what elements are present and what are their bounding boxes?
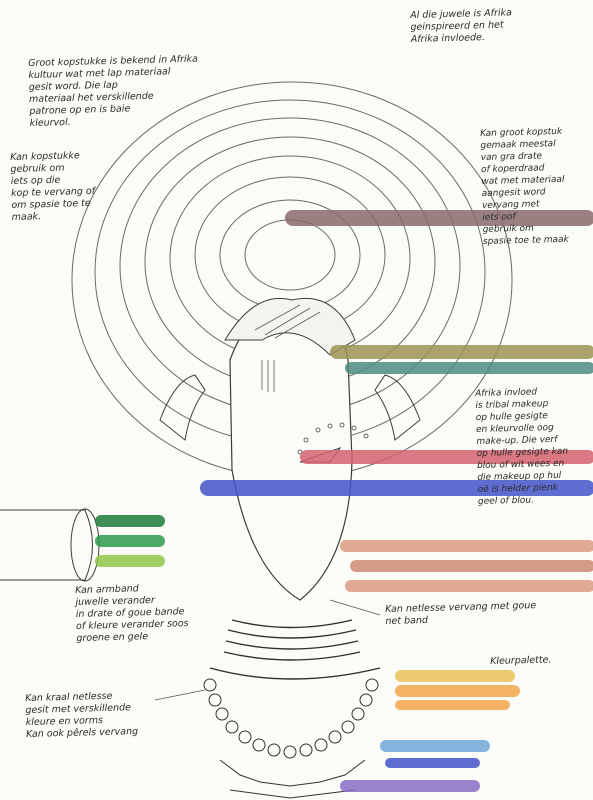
peach-swatch-1 (340, 540, 593, 552)
left-hand (160, 375, 205, 440)
note-africa-jewelry: Al die juwele is Afrika geinspireerd en … (410, 7, 513, 46)
peach-swatch-3 (345, 580, 593, 592)
note-headpiece-fabric: Groot kopstukke is bekend in Afrika kult… (28, 54, 200, 130)
green-light-swatch (95, 555, 165, 567)
green-dark-swatch (95, 515, 165, 527)
olive-swatch (330, 345, 593, 359)
light-blue-swatch (380, 740, 490, 752)
palette-label: Kleurpalette. (490, 654, 552, 668)
green-mid-swatch (95, 535, 165, 547)
orange-swatch-2 (395, 700, 510, 710)
note-bracelet: Kan armband juwelle verander in drate of… (75, 582, 189, 645)
right-hand (375, 375, 420, 440)
note-beaded-necklace: Kan kraal netlesse gesit met verskillend… (25, 690, 138, 741)
note-headpiece-replace: Kan kopstukke gebruik om iets op die kop… (10, 150, 96, 224)
yellow-swatch (395, 670, 515, 682)
neck-rings (210, 620, 380, 679)
annotation-lines (155, 600, 380, 700)
note-headpiece-metal: Kan groot kopstuk gemaak meestal van gra… (480, 126, 569, 248)
peach-swatch-2 (350, 560, 593, 572)
note-necklace-band: Kan netlesse vervang met goue net band (385, 600, 537, 628)
teal-swatch (345, 362, 593, 374)
purple-swatch (340, 780, 480, 792)
note-makeup: Afrika invloed is tribal makeup op hulle… (475, 386, 570, 508)
arm (0, 510, 93, 580)
orange-swatch (395, 685, 520, 697)
blue-palette-swatch (385, 758, 480, 768)
